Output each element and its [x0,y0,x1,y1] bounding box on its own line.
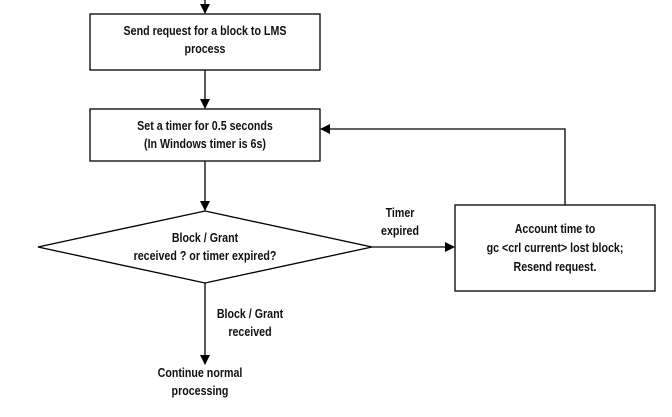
account-time-label-line2: gc <crl current> lost block; [486,240,624,255]
block-grant-label-line1: Block / Grant [216,306,284,321]
send-request-label-line1: Send request for a block to LMS [123,23,287,38]
block-grant-label-line2: received [228,324,272,339]
set-timer-label-line2: (In Windows timer is 6s) [144,136,266,151]
continue-label-line2: processing [171,383,229,398]
timer-expired-label-line1: Timer [385,205,415,220]
arrow-loop-back [320,124,566,205]
timer-expired-label-line2: expired [381,223,419,238]
decision-label-line2: received ? or timer expired? [133,248,277,263]
send-request-label-line2: process [184,41,226,56]
set-timer-label-line1: Set a timer for 0.5 seconds [137,118,273,133]
decision-label-line1: Block / Grant [171,230,239,245]
account-time-label-line3: Resend request. [513,259,597,274]
account-time-label-line1: Account time to [514,221,596,236]
continue-label-line1: Continue normal [157,365,243,380]
set-timer-box [89,108,321,162]
account-time-box [454,204,656,292]
